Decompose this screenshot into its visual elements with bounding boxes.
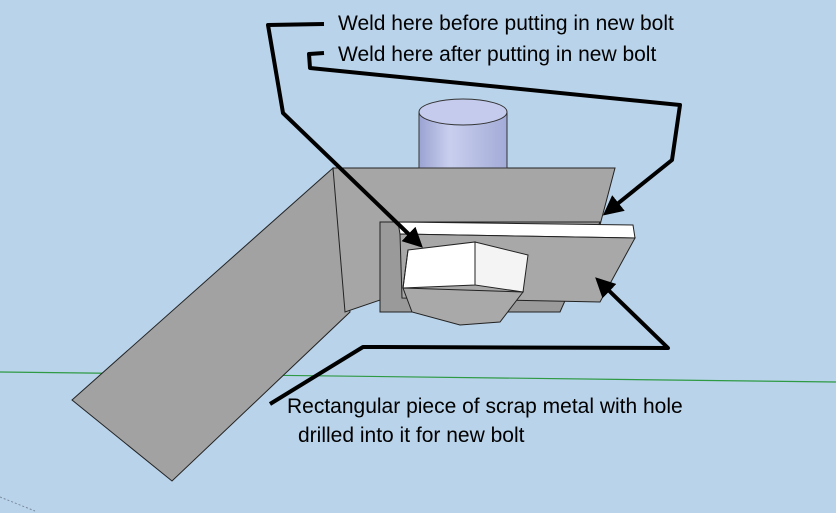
callout-weld-before xyxy=(266,22,423,248)
hex-nut-bottom xyxy=(402,287,524,326)
hex-nut-face-right xyxy=(474,241,529,293)
hex-nut-face-left xyxy=(402,241,476,289)
ground-line-dotted xyxy=(0,496,36,512)
weld-before-label: Weld here before putting in new bolt xyxy=(338,12,674,35)
hex-nut-edge xyxy=(402,249,409,289)
bolt-shaft-top xyxy=(418,98,508,126)
angled-arm xyxy=(71,166,351,482)
callout-scrap-plate xyxy=(268,277,670,406)
scrap-metal-label-line2: drilled into it for new bolt xyxy=(298,424,525,447)
scrap-metal-label-line1: Rectangular piece of scrap metal with ho… xyxy=(287,395,683,418)
weld-after-label: Weld here after putting in new bolt xyxy=(338,43,657,66)
callout-weld-after xyxy=(307,51,682,216)
